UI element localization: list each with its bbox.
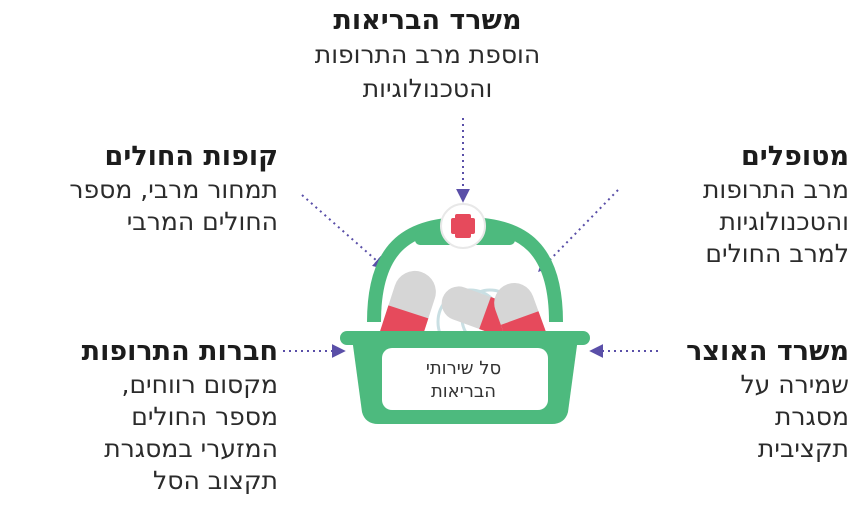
node-health-funds: קופות החולים תמחור מרבי, מספר החולים המר… bbox=[69, 140, 278, 238]
arrow-top-left bbox=[301, 194, 388, 270]
node-line: תמחור מרבי, מספר bbox=[69, 175, 278, 204]
node-line: מסגרת bbox=[774, 402, 849, 431]
node-pharma-companies: חברות התרופות מקסום רווחים, מספר החולים … bbox=[82, 335, 278, 497]
node-line: תקציבית bbox=[757, 434, 849, 463]
node-line: מקסום רווחים, bbox=[121, 370, 278, 399]
node-patients: מטופלים מרב התרופות והטכנולוגיות למרב הח… bbox=[703, 140, 849, 270]
basket-label-line: הבריאות bbox=[430, 381, 497, 402]
node-title: משרד הבריאות bbox=[333, 5, 522, 36]
node-finance-ministry: משרד האוצר שמירה על מסגרת תקציבית bbox=[686, 335, 849, 465]
node-line: מרב התרופות bbox=[702, 175, 849, 204]
basket-label-line: סל שירותי bbox=[425, 358, 502, 379]
node-line: והטכנולוגיות bbox=[362, 74, 493, 103]
node-line: הוספת מרב התרופות bbox=[314, 40, 541, 69]
node-title: משרד האוצר bbox=[686, 336, 849, 367]
node-line: למרב החולים bbox=[705, 239, 849, 268]
node-line: שמירה על bbox=[740, 370, 849, 399]
node-line: תקצוב הסל bbox=[153, 466, 278, 495]
node-line: המזערי במסגרת bbox=[104, 434, 278, 463]
node-title: מטופלים bbox=[741, 141, 849, 172]
medical-cross-icon bbox=[440, 203, 486, 249]
node-line: החולים המרבי bbox=[126, 207, 278, 236]
node-title: חברות התרופות bbox=[81, 336, 278, 367]
node-health-ministry: משרד הבריאות הוספת מרב התרופות והטכנולוג… bbox=[200, 4, 655, 106]
basket-label: סל שירותי הבריאות bbox=[385, 352, 542, 408]
arrow-top-right bbox=[538, 189, 619, 273]
node-line: והטכנולוגיות bbox=[719, 207, 849, 236]
node-line: מספר החולים bbox=[131, 402, 278, 431]
medicine-basket-icon bbox=[340, 216, 590, 424]
node-title: קופות החולים bbox=[104, 141, 278, 172]
